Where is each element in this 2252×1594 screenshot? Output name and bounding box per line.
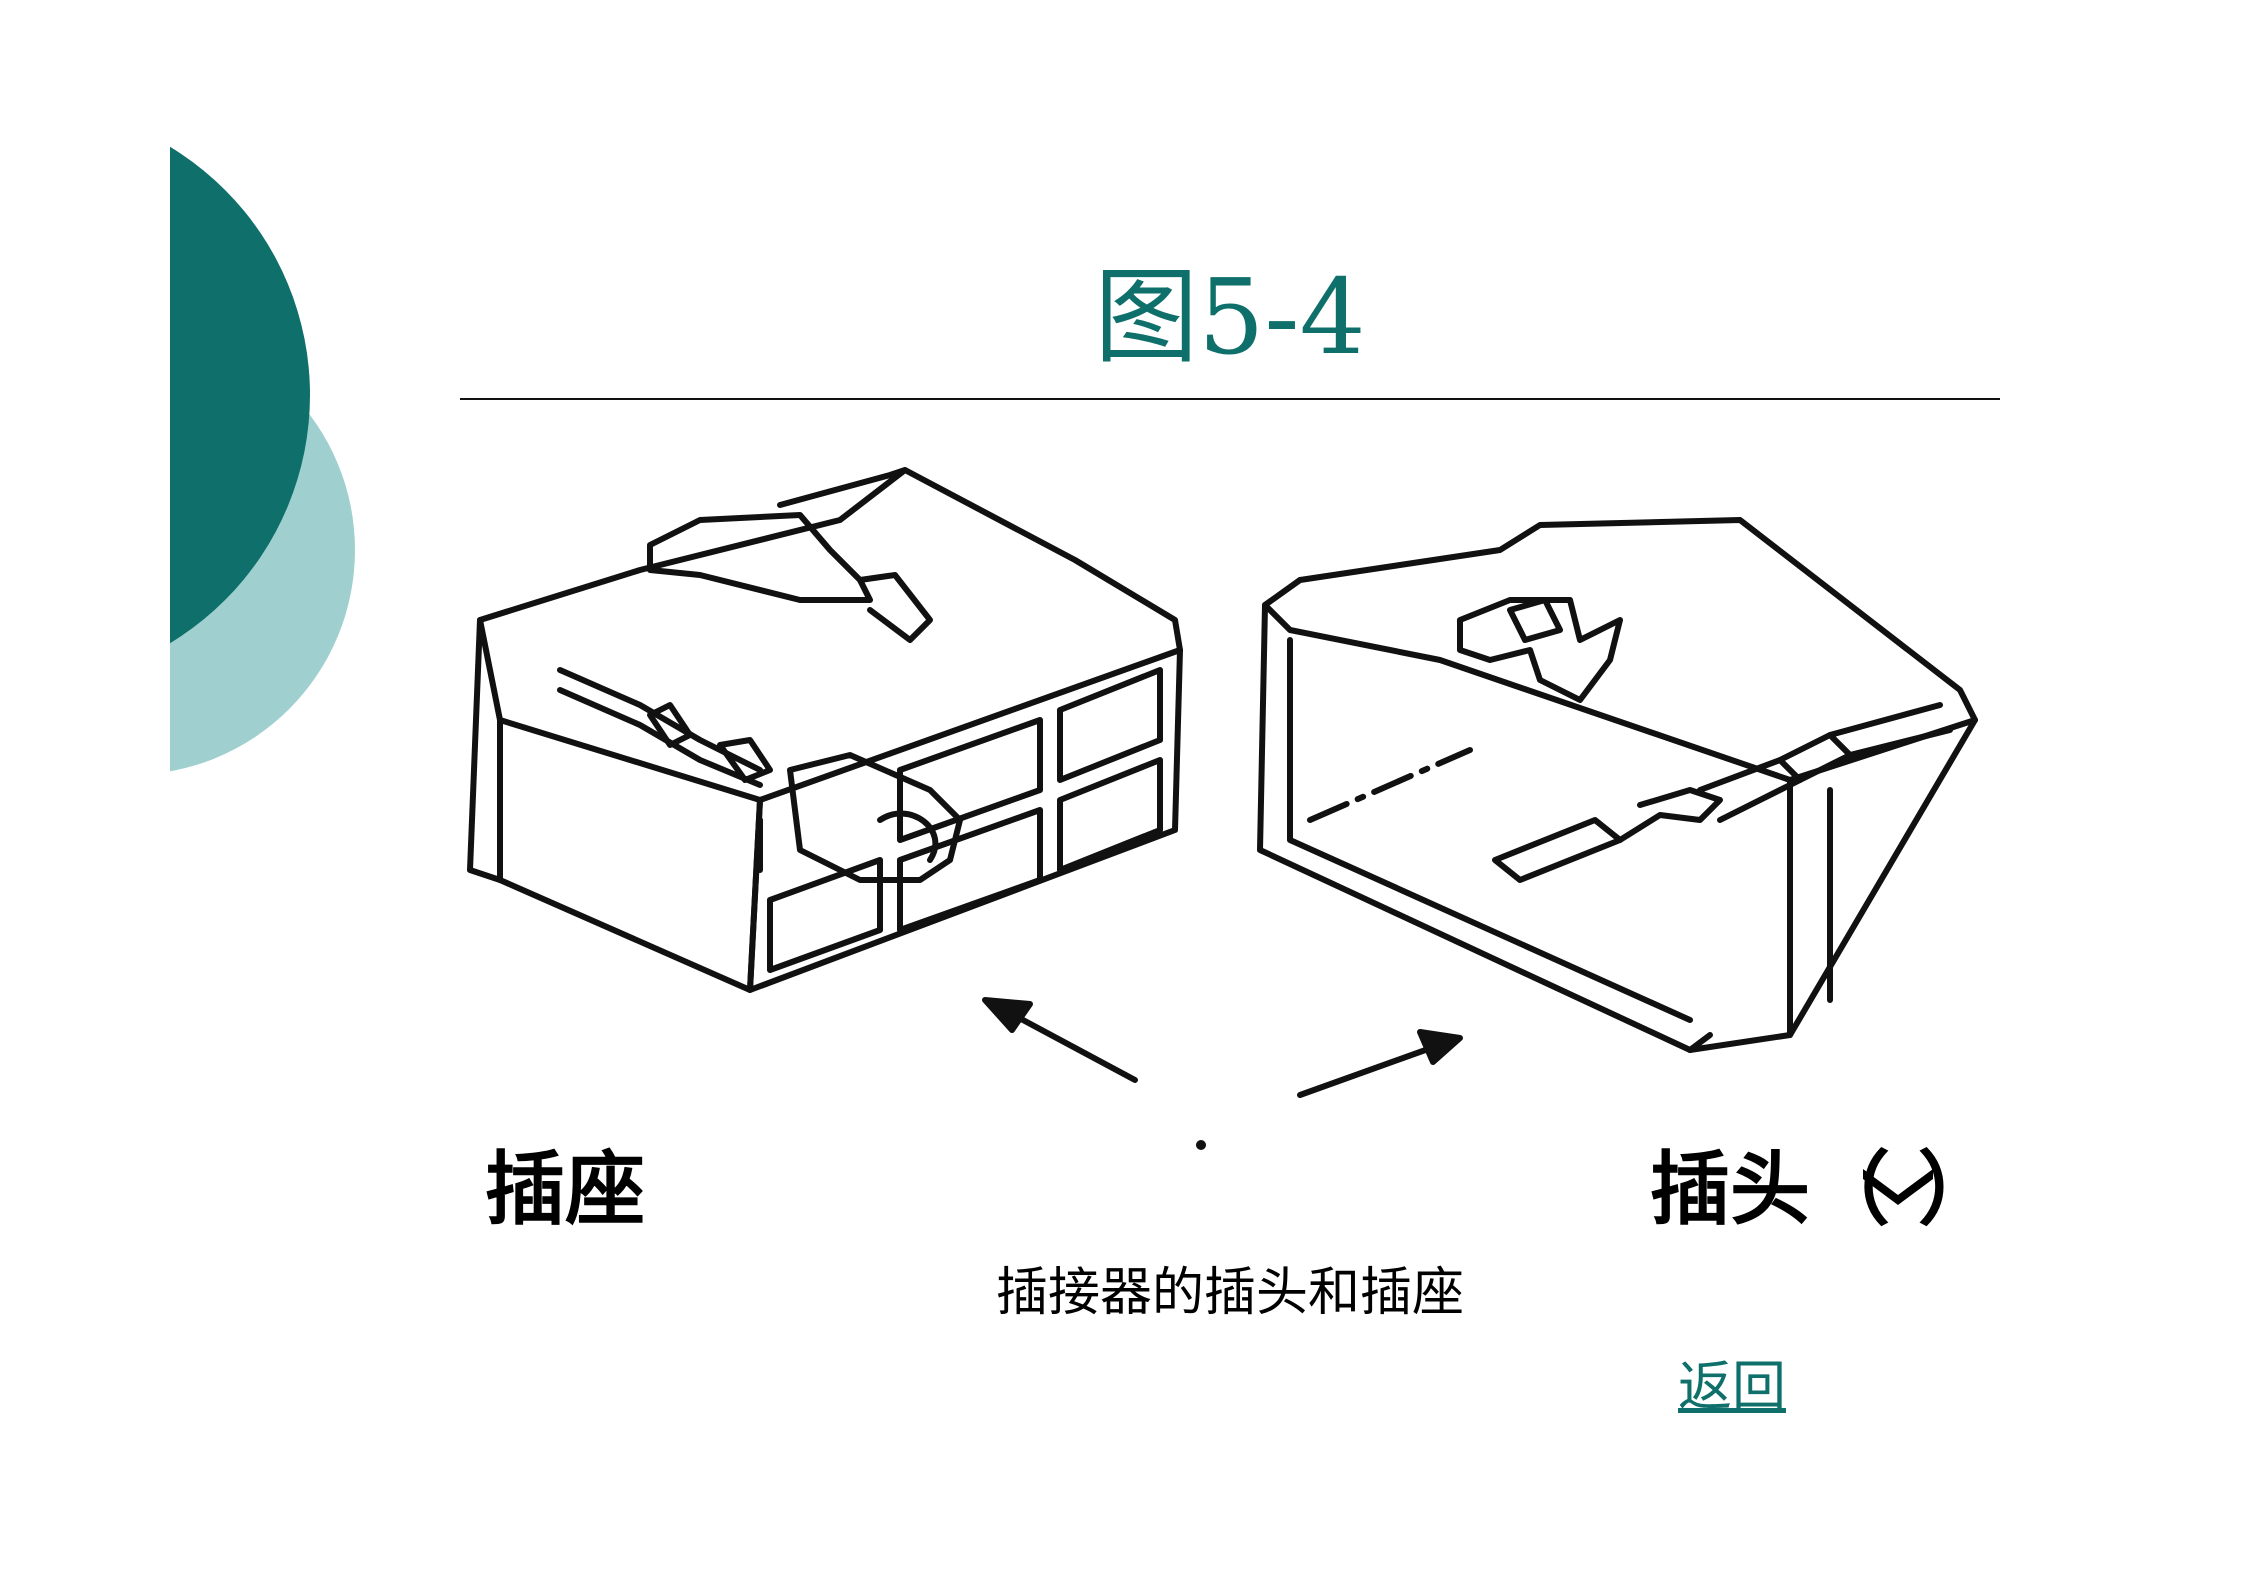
center-dot bbox=[1196, 1140, 1206, 1150]
connector-figure bbox=[467, 467, 1978, 1150]
direction-arrows bbox=[982, 997, 1463, 1098]
socket-label: 插座 bbox=[485, 1142, 645, 1236]
plug-drawing bbox=[1257, 517, 1978, 1053]
figure-caption: 插接器的插头和插座 bbox=[995, 1263, 1464, 1323]
plug-label-text: 插头（ ） bbox=[1650, 1142, 1998, 1236]
socket-drawing bbox=[467, 467, 1183, 993]
title-divider bbox=[460, 398, 2000, 400]
back-link[interactable]: 返回 bbox=[1678, 1355, 1786, 1418]
slide-title: 图5-4 bbox=[1094, 256, 1366, 378]
dark-circle bbox=[170, 146, 310, 644]
chevron-down-icon bbox=[1863, 1169, 1933, 1205]
decorative-circles bbox=[170, 146, 355, 772]
plug-label: 插头（ ） bbox=[1650, 1125, 1998, 1241]
arrow-right bbox=[1297, 1040, 1448, 1098]
